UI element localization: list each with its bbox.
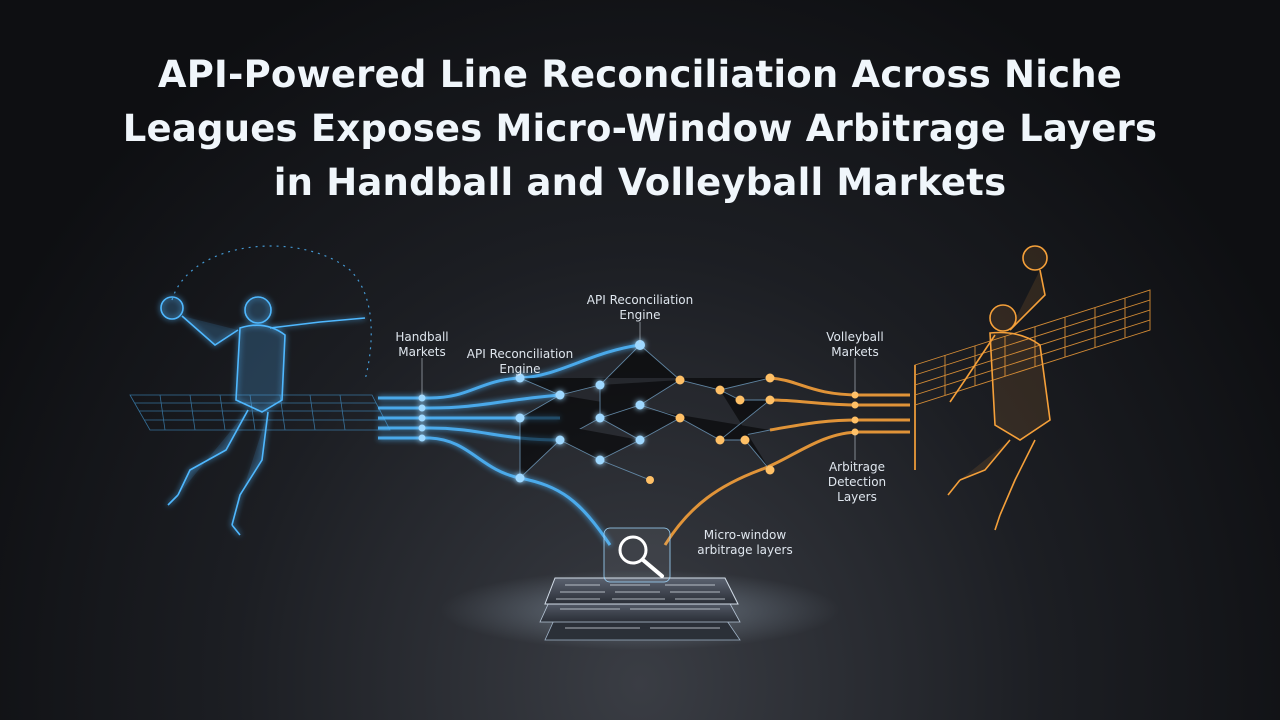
label-api-engine-left: API Reconciliation Engine	[455, 347, 585, 377]
handball-player-wireframe	[160, 296, 366, 536]
network-edges	[519, 344, 772, 481]
label-volleyball-markets: Volleyball Markets	[812, 330, 898, 360]
label-arbitrage-detection: Arbitrage Detection Layers	[812, 460, 902, 505]
label-line: Markets	[398, 345, 446, 359]
label-line: Handball	[395, 330, 449, 344]
label-micro-window: Micro-window arbitrage layers	[685, 528, 805, 558]
label-leaders	[421, 322, 856, 460]
label-handball-markets: Handball Markets	[382, 330, 462, 360]
handball-floor-grid	[129, 394, 391, 431]
data-panel-stack	[539, 577, 741, 641]
label-line: Arbitrage	[828, 460, 886, 474]
label-line: Engine	[619, 308, 661, 322]
label-line: Markets	[831, 345, 879, 359]
title-line-2: Leagues Exposes Micro-Window Arbitrage L…	[122, 107, 1158, 150]
label-line: API Reconciliation	[586, 293, 694, 307]
page-title: API-Powered Line Reconciliation Across N…	[60, 48, 1220, 210]
label-line: API Reconciliation	[466, 347, 574, 361]
network-nodes-orange	[646, 373, 859, 484]
label-line: Detection	[827, 475, 887, 489]
title-line-3: in Handball and Volleyball Markets	[273, 161, 1007, 204]
volleyball-player-wireframe	[947, 245, 1051, 531]
label-line: Layers	[837, 490, 877, 504]
handball-arc	[171, 245, 372, 381]
label-api-engine-top: API Reconciliation Engine	[575, 293, 705, 323]
magnifier-icon	[603, 527, 671, 583]
label-line: Micro-window	[703, 528, 787, 542]
network-nodes-blue	[418, 340, 645, 483]
label-line: Engine	[499, 362, 541, 376]
title-line-1: API-Powered Line Reconciliation Across N…	[157, 53, 1123, 96]
label-line: arbitrage layers	[697, 543, 793, 557]
label-line: Volleyball	[826, 330, 884, 344]
